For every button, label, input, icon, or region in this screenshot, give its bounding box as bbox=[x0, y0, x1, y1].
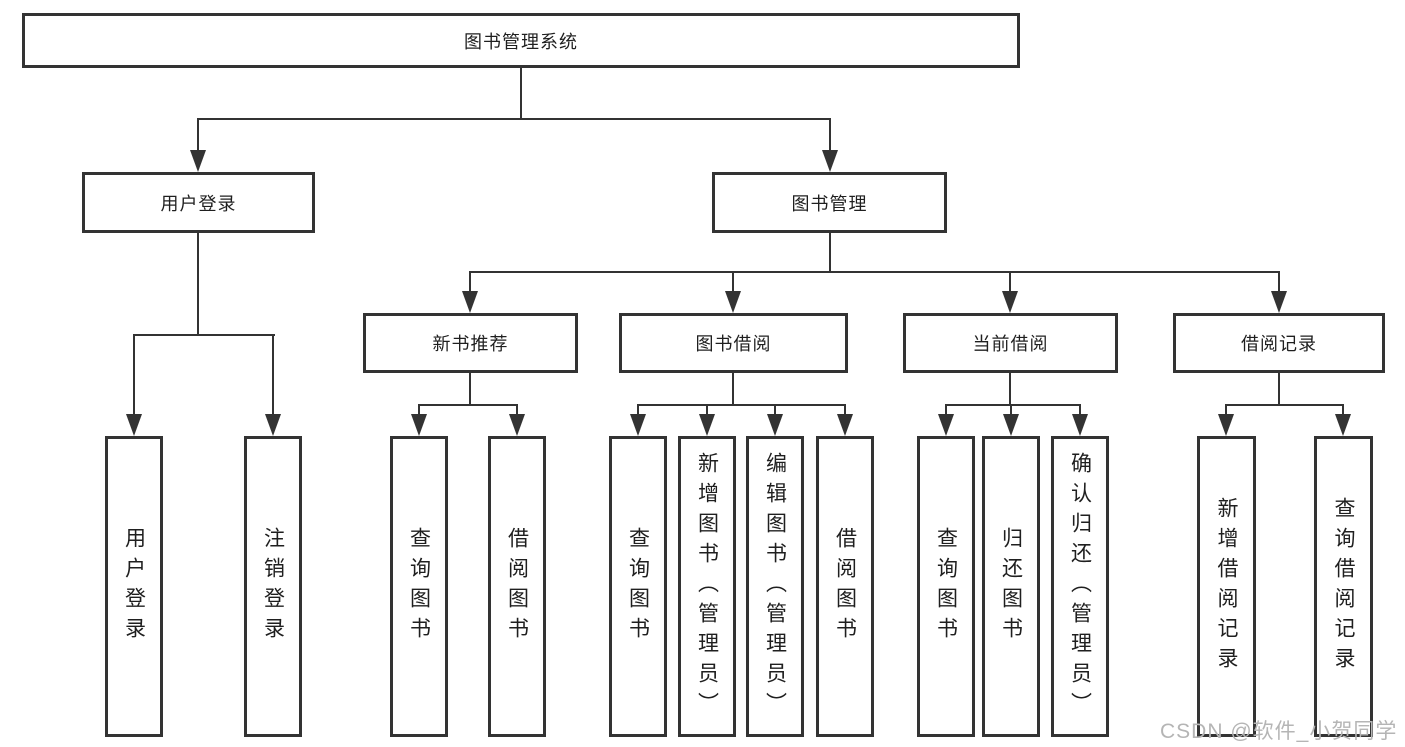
arrow-down-icon bbox=[725, 291, 741, 313]
node-new-book-recommend: 新书推荐 bbox=[363, 313, 578, 373]
arrow-down-icon bbox=[265, 414, 281, 436]
connector-vline bbox=[1079, 404, 1081, 416]
leaf-confirm-return-admin: 确认归还（管理员） bbox=[1051, 436, 1109, 737]
connector-vline bbox=[706, 404, 708, 416]
node-label: 注销登录 bbox=[261, 526, 285, 647]
node-label: 新增借阅记录 bbox=[1215, 496, 1238, 677]
arrow-down-icon bbox=[1271, 291, 1287, 313]
arrow-down-icon bbox=[837, 414, 853, 436]
node-user-login: 用户登录 bbox=[82, 172, 315, 233]
node-root-label: 图书管理系统 bbox=[464, 31, 578, 52]
leaf-logout: 注销登录 bbox=[244, 436, 302, 737]
connector-vline bbox=[418, 404, 420, 416]
arrow-down-icon bbox=[1003, 414, 1019, 436]
node-label: 图书管理 bbox=[791, 193, 868, 214]
node-root: 图书管理系统 bbox=[22, 13, 1020, 68]
arrow-down-icon bbox=[1072, 414, 1088, 436]
connector-vline bbox=[1009, 271, 1011, 293]
arrow-down-icon bbox=[1335, 414, 1351, 436]
node-label: 确认归还（管理员） bbox=[1068, 451, 1092, 722]
arrow-down-icon bbox=[1218, 414, 1234, 436]
connector-vline bbox=[732, 271, 734, 293]
connector-vline bbox=[272, 334, 274, 416]
node-book-borrow: 图书借阅 bbox=[619, 313, 848, 373]
connector-vline bbox=[945, 404, 947, 416]
arrow-down-icon bbox=[699, 414, 715, 436]
leaf-add-book-admin: 新增图书（管理员） bbox=[678, 436, 736, 737]
node-label: 查询图书 bbox=[934, 526, 958, 647]
connector-vline bbox=[774, 404, 776, 416]
node-label: 查询图书 bbox=[626, 526, 650, 647]
leaf-query-books-recommend: 查询图书 bbox=[390, 436, 448, 737]
leaf-borrow-books-recommend: 借阅图书 bbox=[488, 436, 546, 737]
connector-hline bbox=[133, 334, 275, 336]
node-label: 图书借阅 bbox=[695, 334, 772, 354]
connector-vline bbox=[1278, 271, 1280, 293]
leaf-query-borrow-record: 查询借阅记录 bbox=[1314, 436, 1373, 737]
node-label: 用户登录 bbox=[122, 526, 146, 647]
arrow-down-icon bbox=[1002, 291, 1018, 313]
connector-vline bbox=[516, 404, 518, 416]
connector-vline bbox=[1225, 404, 1227, 416]
node-label: 归还图书 bbox=[999, 526, 1023, 647]
connector-vline bbox=[520, 67, 522, 119]
arrow-down-icon bbox=[411, 414, 427, 436]
connector-vline bbox=[637, 404, 639, 416]
leaf-edit-book-admin: 编辑图书（管理员） bbox=[746, 436, 804, 737]
node-label: 借阅图书 bbox=[505, 526, 529, 647]
node-label: 查询借阅记录 bbox=[1332, 496, 1355, 677]
arrow-down-icon bbox=[630, 414, 646, 436]
node-label: 借阅图书 bbox=[833, 526, 857, 647]
connector-hline bbox=[418, 404, 518, 406]
connector-hline bbox=[637, 404, 846, 406]
arrow-down-icon bbox=[190, 150, 206, 172]
connector-hline bbox=[1225, 404, 1344, 406]
connector-vline bbox=[197, 118, 199, 154]
arrow-down-icon bbox=[822, 150, 838, 172]
connector-vline bbox=[1010, 404, 1012, 416]
node-label: 用户登录 bbox=[160, 193, 237, 214]
csdn-watermark: CSDN @软件_小贺同学 bbox=[1160, 720, 1398, 743]
arrow-down-icon bbox=[126, 414, 142, 436]
connector-vline bbox=[133, 334, 135, 416]
node-label: 借阅记录 bbox=[1241, 334, 1317, 354]
leaf-query-books-current: 查询图书 bbox=[917, 436, 975, 737]
leaf-return-book: 归还图书 bbox=[982, 436, 1040, 737]
arrow-down-icon bbox=[462, 291, 478, 313]
node-label: 编辑图书（管理员） bbox=[763, 451, 787, 722]
connector-vline bbox=[1342, 404, 1344, 416]
connector-vline bbox=[469, 372, 471, 406]
connector-vline bbox=[1009, 372, 1011, 406]
node-label: 查询图书 bbox=[407, 526, 431, 647]
node-current-borrow: 当前借阅 bbox=[903, 313, 1118, 373]
leaf-add-borrow-record: 新增借阅记录 bbox=[1197, 436, 1256, 737]
node-label: 新增图书（管理员） bbox=[695, 451, 719, 722]
arrow-down-icon bbox=[767, 414, 783, 436]
connector-hline bbox=[945, 404, 1081, 406]
node-label: 新书推荐 bbox=[432, 334, 509, 354]
connector-vline bbox=[1278, 372, 1280, 406]
node-label: 当前借阅 bbox=[972, 334, 1049, 354]
leaf-borrow-books: 借阅图书 bbox=[816, 436, 874, 737]
node-borrow-records: 借阅记录 bbox=[1173, 313, 1385, 373]
connector-vline bbox=[829, 231, 831, 273]
arrow-down-icon bbox=[938, 414, 954, 436]
connector-vline bbox=[197, 231, 199, 336]
connector-vline bbox=[844, 404, 846, 416]
connector-hline bbox=[198, 118, 831, 120]
connector-vline bbox=[469, 271, 471, 293]
arrow-down-icon bbox=[509, 414, 525, 436]
leaf-query-books-borrow: 查询图书 bbox=[609, 436, 667, 737]
connector-vline bbox=[732, 372, 734, 406]
leaf-user-login: 用户登录 bbox=[105, 436, 163, 737]
node-book-management: 图书管理 bbox=[712, 172, 947, 233]
connector-vline bbox=[829, 118, 831, 154]
connector-hline bbox=[470, 271, 1280, 273]
